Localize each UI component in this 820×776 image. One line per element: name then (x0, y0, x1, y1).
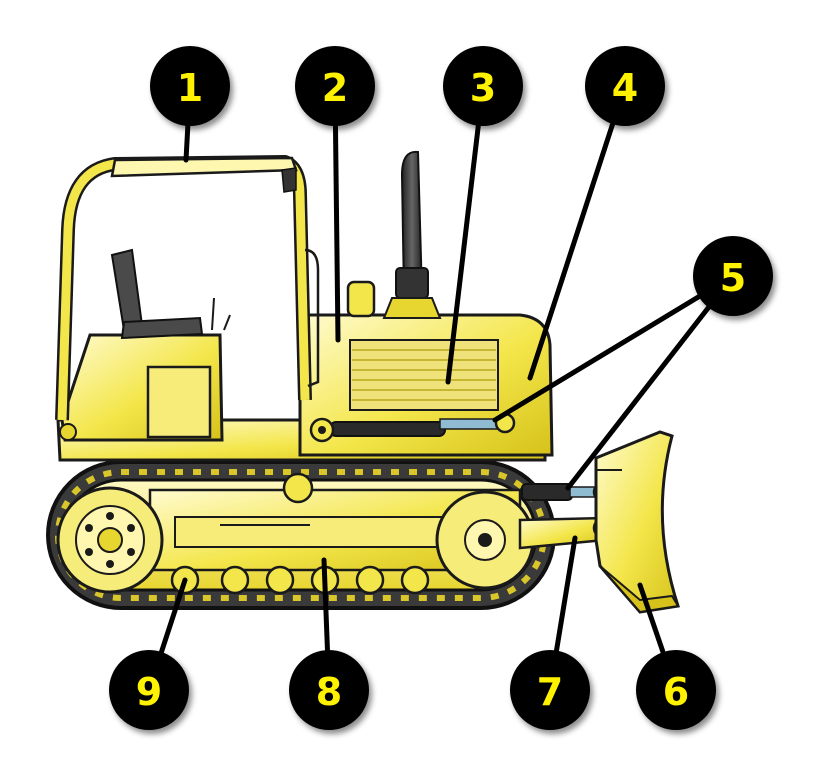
marker-6-label: 6 (663, 670, 689, 714)
front-idler (435, 490, 535, 590)
marker-6: 6 (636, 650, 716, 730)
marker-1-label: 1 (177, 66, 203, 110)
leader-line-3 (445, 83, 486, 385)
tilt-cylinder (309, 412, 516, 443)
marker-3: 3 (443, 46, 523, 126)
operator-cab (55, 155, 320, 442)
marker-3-label: 3 (470, 66, 496, 110)
marker-8: 8 (289, 650, 369, 730)
marker-9-label: 9 (136, 670, 162, 714)
marker-4-label: 4 (612, 66, 638, 110)
drive-sprocket (56, 486, 164, 594)
number-markers: 1 2 3 4 5 6 7 8 (109, 46, 773, 730)
marker-2-label: 2 (322, 66, 348, 110)
leader-line-2 (332, 83, 341, 343)
track-rollers (170, 565, 430, 595)
leader-line-5a (492, 273, 736, 423)
leader-line-4 (527, 83, 628, 381)
marker-7-label: 7 (537, 670, 563, 714)
leader-line-5b (565, 273, 736, 491)
carrier-roller (282, 472, 314, 504)
marker-7: 7 (510, 650, 590, 730)
blade-cylinder (521, 483, 606, 501)
marker-9: 9 (109, 650, 189, 730)
marker-5-label: 5 (720, 256, 746, 300)
marker-4: 4 (585, 46, 665, 126)
blade (594, 430, 680, 614)
marker-1: 1 (150, 46, 230, 126)
marker-8-label: 8 (316, 670, 342, 714)
marker-2: 2 (295, 46, 375, 126)
marker-5: 5 (693, 236, 773, 316)
